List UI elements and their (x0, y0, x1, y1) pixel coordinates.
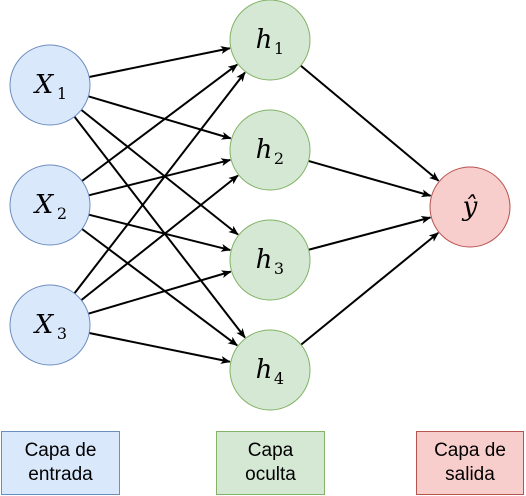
input-node-circle (9, 164, 91, 246)
input-node-subscript: 1 (57, 84, 67, 103)
edge-x1-h2 (88, 95, 232, 140)
hidden-node-circle (229, 109, 311, 191)
edge-x1-h1 (88, 46, 231, 78)
edge-h1-y (300, 64, 440, 182)
edge-x2-h3 (88, 213, 232, 252)
hidden-node-subscript: 2 (274, 149, 284, 168)
input-node-circle (9, 284, 91, 366)
hidden-node-label: h (256, 25, 273, 55)
connections (73, 46, 440, 364)
legend-output-layer: Capa de salida (416, 431, 524, 495)
input-node-circle (9, 44, 91, 126)
input-node-label: X (33, 310, 55, 340)
legend-output-label: Capa de salida (434, 440, 506, 485)
legend-hidden-label: Capa oculta (245, 440, 296, 485)
input-node-label: X (33, 190, 55, 220)
edge-x3-h4 (88, 332, 231, 364)
legend-input-layer: Capa de entrada (1, 431, 120, 495)
hidden-node-subscript: 1 (274, 39, 284, 58)
output-node-1: ŷ (429, 166, 511, 248)
hidden-node-circle (229, 219, 311, 301)
edge-x1-h3 (80, 109, 239, 236)
output-node-label: ŷ (462, 192, 478, 222)
edge-h2-y (308, 160, 432, 198)
hidden-node-label: h (256, 355, 273, 385)
edge-h4-y (300, 232, 439, 346)
input-node-subscript: 3 (57, 324, 67, 343)
input-node-label: X (33, 70, 55, 100)
hidden-node-circle (229, 0, 311, 81)
edge-x2-h1 (81, 63, 238, 182)
hidden-node-subscript: 3 (274, 259, 284, 278)
hidden-node-circle (229, 329, 311, 411)
legend-hidden-layer: Capa oculta (216, 431, 325, 495)
hidden-node-subscript: 4 (274, 369, 284, 388)
edge-x1-h4 (73, 116, 246, 339)
edge-x3-h2 (80, 174, 239, 301)
edge-x3-h1 (73, 71, 246, 294)
edge-x3-h3 (88, 270, 232, 315)
legend-input-label: Capa de entrada (24, 440, 97, 485)
input-node-subscript: 2 (57, 204, 67, 223)
output-node-circle (429, 166, 511, 248)
hidden-node-label: h (256, 135, 273, 165)
hidden-node-label: h (256, 245, 273, 275)
edge-h3-y (308, 215, 432, 251)
edge-x2-h2 (88, 158, 232, 197)
